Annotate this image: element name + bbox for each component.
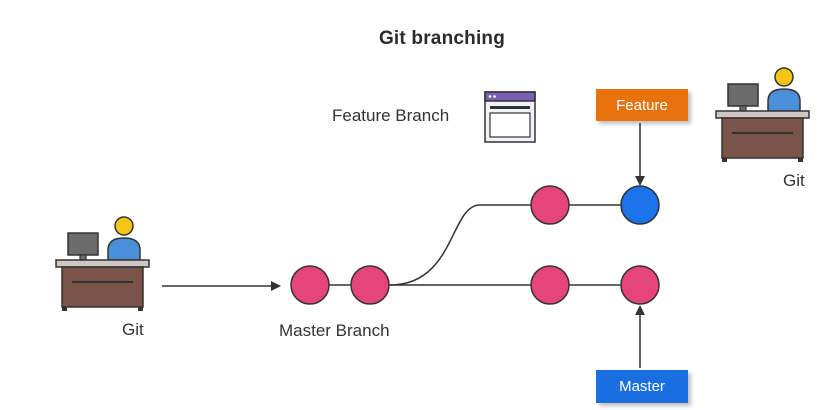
git-user-right-label: Git	[783, 171, 805, 190]
master-commit-3	[530, 265, 570, 305]
master-commit-4	[620, 265, 660, 305]
git-user-left-label: Git	[122, 320, 144, 339]
git-user-left-icon	[55, 216, 150, 311]
window-icon	[484, 91, 536, 143]
feature-branch-curve	[389, 204, 640, 286]
git-user-right-icon	[715, 67, 810, 162]
feature-commit-1	[530, 185, 570, 225]
feature-tag: Feature	[596, 89, 688, 121]
feature-head-commit	[620, 185, 660, 225]
master-tag: Master	[596, 370, 688, 403]
master-branch-label: Master Branch	[279, 321, 390, 340]
diagram-title: Git branching	[378, 28, 506, 49]
master-commit-2	[350, 265, 390, 305]
feature-branch-label: Feature Branch	[332, 106, 450, 125]
master-commit-1	[290, 265, 330, 305]
